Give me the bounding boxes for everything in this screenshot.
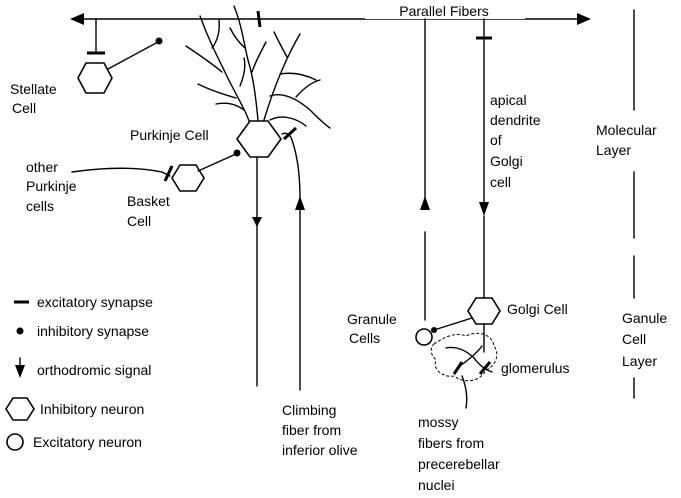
mossy-label-line1: mossy bbox=[418, 414, 458, 430]
excitatory-synapse-basket bbox=[163, 165, 174, 182]
parallel-fibers-label: Parallel Fibers bbox=[399, 3, 488, 19]
other-purkinje-label-line3: cells bbox=[26, 198, 54, 214]
glomerulus-label: glomerulus bbox=[501, 360, 569, 376]
basket-label-line1: Basket bbox=[127, 193, 170, 209]
climbing-label-line3: inferior olive bbox=[282, 442, 358, 458]
granule-cells-label-line1: Granule bbox=[347, 311, 397, 327]
apical-label-line4: Golgi bbox=[490, 153, 523, 169]
apical-label-line3: of bbox=[490, 132, 502, 148]
stellate-label-line1: Stellate bbox=[10, 81, 57, 97]
excitatory-synapse-glomerulus-1 bbox=[452, 361, 464, 375]
golgi-dendrite-arrow bbox=[479, 202, 489, 216]
granule-layer-label-line2: Cell bbox=[622, 331, 646, 347]
excitatory-synapse-glomerulus-2 bbox=[478, 361, 492, 375]
granule-golgi-connection bbox=[433, 317, 473, 331]
excitatory-synapse-climbing-purkinje bbox=[282, 126, 298, 141]
basket-cell-hexagon bbox=[171, 164, 205, 192]
molecular-label-line1: Molecular bbox=[596, 122, 657, 138]
climbing-label-line1: Climbing bbox=[282, 402, 336, 418]
other-purkinje-collateral bbox=[71, 167, 171, 177]
golgi-cell-hexagon bbox=[467, 297, 501, 325]
purkinje-label: Purkinje Cell bbox=[130, 127, 209, 143]
apical-label-line5: cell bbox=[490, 174, 511, 190]
mossy-fiber-line bbox=[461, 375, 468, 409]
legend-inhibitory-neuron-icon bbox=[5, 397, 35, 421]
basket-label-line2: Cell bbox=[127, 213, 151, 229]
excitatory-synapse-parallel-purkinje bbox=[256, 10, 262, 28]
mossy-label-line3: precerebellar bbox=[418, 456, 500, 472]
granule-layer-label-line1: Ganule bbox=[622, 310, 667, 326]
mossy-label-line4: nuclei bbox=[418, 477, 455, 493]
legend-orthodromic-signal-icon bbox=[15, 365, 25, 378]
legend-label-orthodromic-signal: orthodromic signal bbox=[37, 362, 151, 378]
apical-label-line1: apical bbox=[490, 92, 527, 108]
legend: excitatory synapse inhibitory synapse or… bbox=[5, 294, 153, 451]
inhibitory-synapse-stellate-purkinje bbox=[155, 37, 163, 45]
apical-label-line2: dendrite bbox=[490, 112, 541, 128]
glomerulus-outline bbox=[430, 332, 498, 382]
climbing-fiber-arrow bbox=[295, 196, 305, 210]
purkinje-dendrites bbox=[185, 5, 331, 129]
legend-label-inhibitory-neuron: Inhibitory neuron bbox=[40, 401, 144, 417]
inhibitory-synapse-basket-purkinje bbox=[233, 149, 241, 157]
legend-label-inhibitory-synapse: inhibitory synapse bbox=[37, 323, 149, 339]
other-purkinje-label-line1: other bbox=[26, 159, 58, 175]
climbing-fiber-curve bbox=[281, 132, 301, 201]
parallel-fibers-arrow-left bbox=[70, 13, 84, 25]
granule-cell-circle bbox=[415, 328, 433, 346]
molecular-label-line2: Layer bbox=[596, 142, 631, 158]
mossy-label-line2: fibers from bbox=[418, 435, 484, 451]
legend-label-excitatory-neuron: Excitatory neuron bbox=[33, 434, 142, 450]
golgi-label: Golgi Cell bbox=[507, 301, 568, 317]
stellate-cell-hexagon bbox=[77, 62, 113, 94]
glomerulus-fiber-1 bbox=[445, 346, 493, 373]
stellate-axon bbox=[107, 41, 159, 70]
legend-label-excitatory-synapse: excitatory synapse bbox=[37, 294, 153, 310]
parallel-fibers-arrow-right bbox=[577, 13, 591, 25]
legend-excitatory-neuron-icon bbox=[6, 433, 24, 451]
climbing-label-line2: fiber from bbox=[282, 422, 341, 438]
inhibitory-synapse-golgi-granule bbox=[431, 327, 437, 333]
basket-axon bbox=[197, 153, 237, 172]
stellate-label-line2: Cell bbox=[12, 100, 36, 116]
granule-axon-arrow bbox=[420, 196, 430, 210]
parallel-fibers-label-bg bbox=[365, 5, 525, 19]
granule-layer-label-line3: Layer bbox=[622, 353, 657, 369]
purkinje-cell-hexagon bbox=[236, 120, 282, 158]
other-purkinje-label-line2: Purkinje bbox=[26, 178, 77, 194]
legend-inhibitory-synapse-icon bbox=[16, 327, 24, 335]
granule-cells-label-line2: Cells bbox=[349, 330, 380, 346]
